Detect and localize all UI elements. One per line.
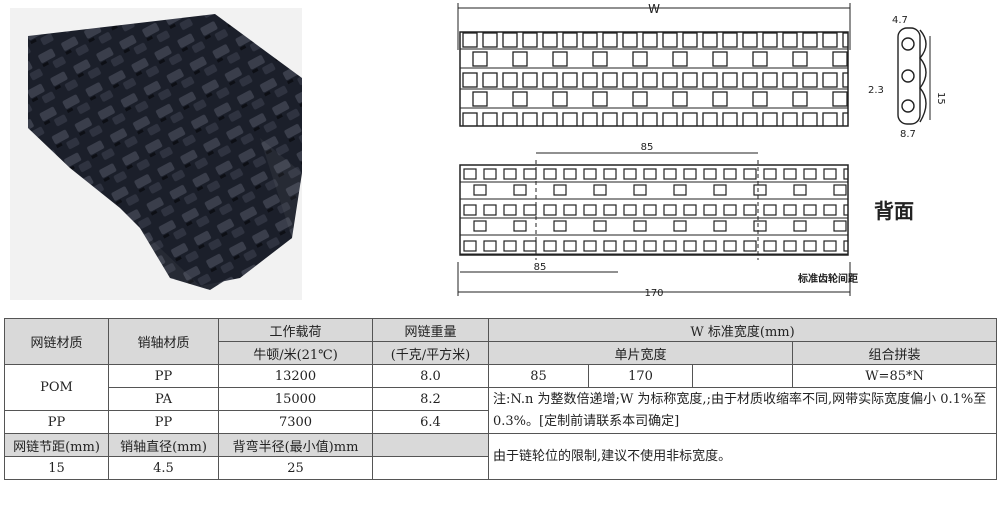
cell-chain-material: POM: [4, 364, 109, 411]
header-chain-material: 网链材质: [4, 318, 109, 365]
empty-gray-cell: [372, 433, 489, 457]
back-view-label: 背面: [874, 199, 914, 223]
cell-single-width: 85: [488, 364, 589, 388]
technical-drawings: W 4.7 2.3 15 8.7 85 85 170 标准齿轮间距 背面: [440, 0, 1000, 300]
back-dim-upper: 85: [641, 142, 654, 153]
cell-single-width: [692, 364, 793, 388]
cell-working-load: 13200: [218, 364, 373, 388]
product-photo: [10, 8, 302, 300]
top-width-label: W: [648, 2, 660, 16]
cell-combined: W=85*N: [791, 364, 998, 388]
cell-single-width: 170: [588, 364, 693, 388]
cell-pin-diameter: 4.5: [108, 456, 219, 480]
back-dim-lower: 85: [534, 262, 547, 273]
cell-backflex: 25: [218, 456, 373, 480]
cell-pin-material: PP: [108, 410, 219, 434]
header-chain-weight-unit: (千克/平方米): [372, 341, 489, 365]
header-pin-diameter: 销轴直径(mm): [108, 433, 219, 457]
back-dim-overall: 170: [644, 288, 663, 299]
cell-working-load: 7300: [218, 410, 373, 434]
spec-table: 网链材质 销轴材质 工作载荷 网链重量 W 标准宽度(mm) 牛顿/米(21℃)…: [4, 318, 998, 480]
header-single-width: 单片宽度: [488, 341, 793, 365]
header-backflex: 背弯半径(最小值)mm: [218, 433, 373, 457]
sprocket-label: 标准齿轮间距: [797, 272, 858, 285]
header-combined: 组合拼装: [791, 341, 998, 365]
side-dim-bottom: 8.7: [900, 129, 916, 140]
cell-pitch: 15: [4, 456, 109, 480]
cell-chain-weight: 8.2: [372, 387, 489, 411]
cell-chain-material: PP: [4, 410, 109, 434]
cell-working-load: 15000: [218, 387, 373, 411]
side-dim-height: 15: [935, 92, 946, 105]
header-working-load: 工作载荷: [218, 318, 373, 342]
header-working-load-unit: 牛顿/米(21℃): [218, 341, 373, 365]
cell-pin-material: PA: [108, 387, 219, 411]
note2-cell: 由于链轮位的限制,建议不使用非标宽度。: [487, 433, 998, 480]
header-standard-width: W 标准宽度(mm): [487, 318, 998, 342]
cell-chain-weight: 8.0: [372, 364, 489, 388]
header-chain-weight: 网链重量: [372, 318, 489, 342]
cell-pin-material: PP: [108, 364, 219, 388]
cell-chain-weight: 6.4: [372, 410, 489, 434]
side-dim-top: 4.7: [892, 15, 908, 26]
header-pin-material: 销轴材质: [108, 318, 219, 365]
empty-cell: [372, 456, 489, 480]
header-pitch: 网链节距(mm): [4, 433, 109, 457]
side-dim-left: 2.3: [868, 85, 884, 96]
note-cell: 注:N.n 为整数倍递增;W 为标称宽度,;由于材质收缩率不同,网带实际宽度偏小…: [487, 387, 998, 434]
